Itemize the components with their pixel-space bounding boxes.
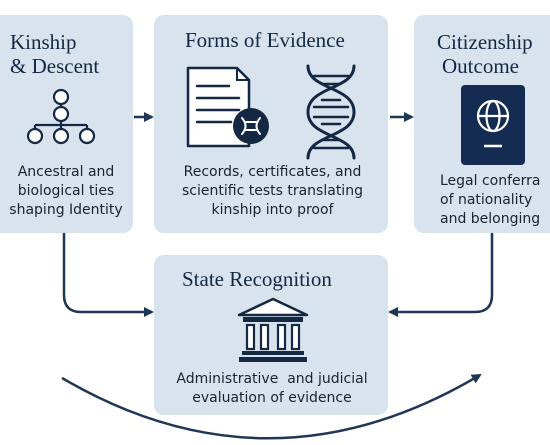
courthouse-icon bbox=[237, 297, 309, 362]
evidence-desc-line-2: scientific tests translating bbox=[182, 183, 363, 199]
state-desc-line-1: Administrative and judicial bbox=[176, 371, 368, 387]
kinship-desc-line-3: shaping Identity bbox=[9, 202, 123, 218]
citizenship-desc-line-3: and belonging bbox=[440, 211, 541, 227]
citizenship-desc-line-1: Legal conferra bbox=[440, 173, 541, 189]
family-tree-icon bbox=[26, 88, 96, 145]
evidence-title: Forms of Evidence bbox=[185, 28, 345, 52]
kinship-title-line-2: & Descent bbox=[10, 54, 100, 78]
state-recognition-box bbox=[154, 255, 388, 415]
state-desc-line-2: evaluation of evidence bbox=[192, 390, 352, 406]
passport-icon bbox=[461, 85, 525, 165]
arrow-kinship-to-state bbox=[62, 233, 154, 317]
citizenship-title-line-2: Outcome bbox=[442, 54, 519, 78]
state-description: Administrative and judicial evaluation o… bbox=[172, 370, 372, 408]
evidence-desc-line-1: Records, certificates, and bbox=[183, 164, 362, 180]
evidence-desc-line-3: kinship into proof bbox=[211, 202, 334, 218]
citizenship-desc-line-2: of nationality bbox=[440, 192, 533, 208]
state-title: State Recognition bbox=[182, 267, 332, 291]
kinship-desc-line-1: Ancestral and bbox=[17, 164, 115, 180]
kinship-description: Ancestral and biological ties shaping Id… bbox=[6, 163, 126, 220]
evidence-description: Records, certificates, and scientific te… bbox=[180, 163, 365, 220]
citizenship-description: Legal conferra of nationality and belong… bbox=[440, 172, 541, 229]
citizenship-title-line-1: Citizenship bbox=[437, 30, 533, 54]
arrow-citizenship-to-state bbox=[388, 233, 494, 317]
arrow-feedback-curve bbox=[61, 373, 482, 440]
dna-helix-icon bbox=[306, 64, 356, 160]
kinship-title-line-1: Kinship bbox=[10, 30, 77, 54]
kinship-desc-line-2: biological ties bbox=[17, 183, 115, 199]
document-icon bbox=[186, 66, 269, 148]
